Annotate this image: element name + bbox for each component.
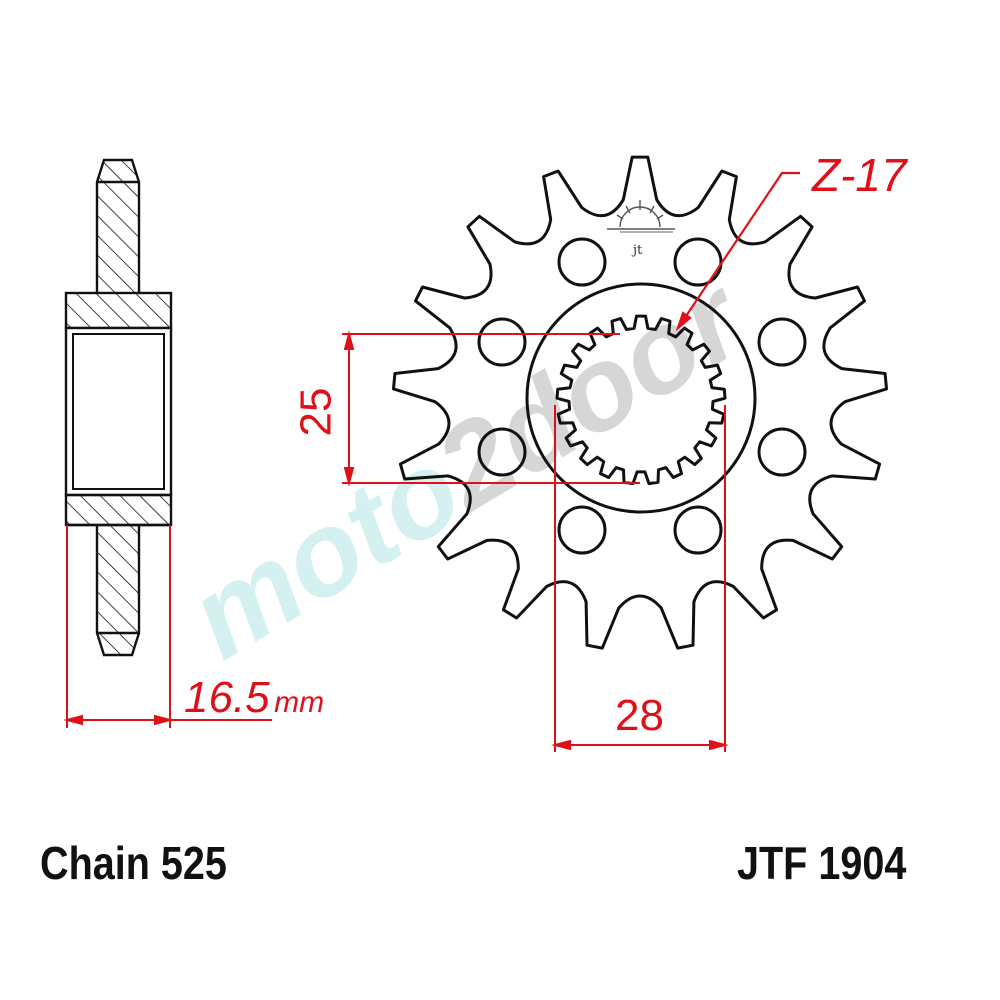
thickness-value: 16.5 bbox=[184, 673, 270, 722]
svg-text:jt: jt bbox=[631, 243, 643, 258]
spline-dimension bbox=[342, 330, 640, 487]
hub-circle bbox=[525, 282, 757, 514]
spline-bore bbox=[555, 314, 727, 486]
part-number: JTF 1904 bbox=[737, 837, 907, 889]
bolt-spacing-label: 28 bbox=[615, 691, 664, 740]
jt-logo-icon: jt bbox=[607, 200, 675, 258]
bolt-spacing-dimension bbox=[551, 405, 729, 752]
thickness-label: 16.5 mm bbox=[184, 676, 324, 720]
thickness-dimension bbox=[63, 525, 272, 728]
side-view bbox=[64, 158, 173, 657]
teeth-leader bbox=[675, 171, 800, 332]
sprocket-outline bbox=[392, 155, 888, 650]
thickness-unit: mm bbox=[274, 686, 325, 719]
spline-diameter-label: 25 bbox=[291, 387, 341, 437]
teeth-count-label: Z-17 bbox=[812, 149, 907, 201]
chain-label: Chain 525 bbox=[40, 837, 227, 889]
